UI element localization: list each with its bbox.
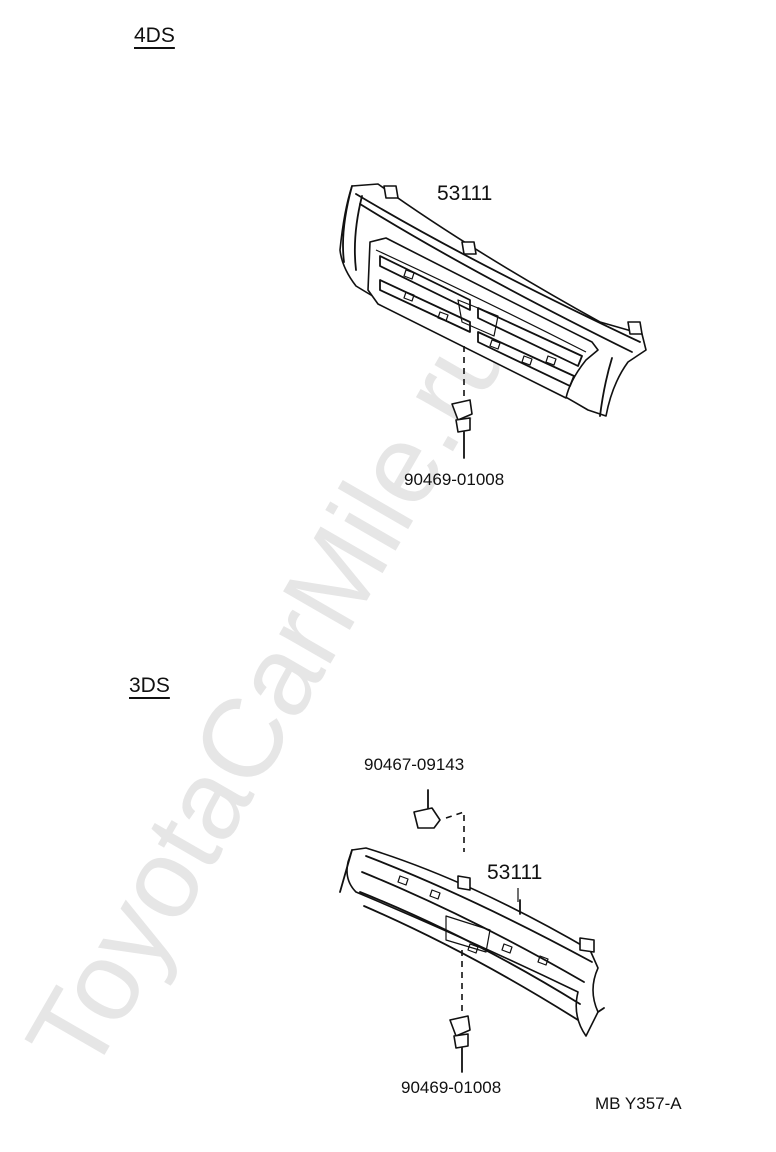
part-number-clip-4ds: 90469-01008 (404, 470, 505, 489)
part-number-grille-3ds: 53111 (487, 861, 543, 884)
grille-3ds-drawing (339, 847, 605, 1037)
clip-3ds-drawing (449, 950, 471, 1073)
figure-code: MB Y357-A (595, 1094, 682, 1113)
section-label-4ds: 4DS (134, 24, 175, 47)
part-number-screw-3ds: 90467-09143 (364, 755, 465, 774)
part-number-clip-3ds: 90469-01008 (401, 1078, 502, 1097)
clip-4ds-drawing (451, 346, 473, 459)
grille-4ds-drawing (339, 183, 647, 417)
screw-3ds-drawing (413, 789, 465, 852)
section-label-3ds: 3DS (129, 674, 170, 697)
part-number-grille-4ds: 53111 (437, 182, 493, 205)
